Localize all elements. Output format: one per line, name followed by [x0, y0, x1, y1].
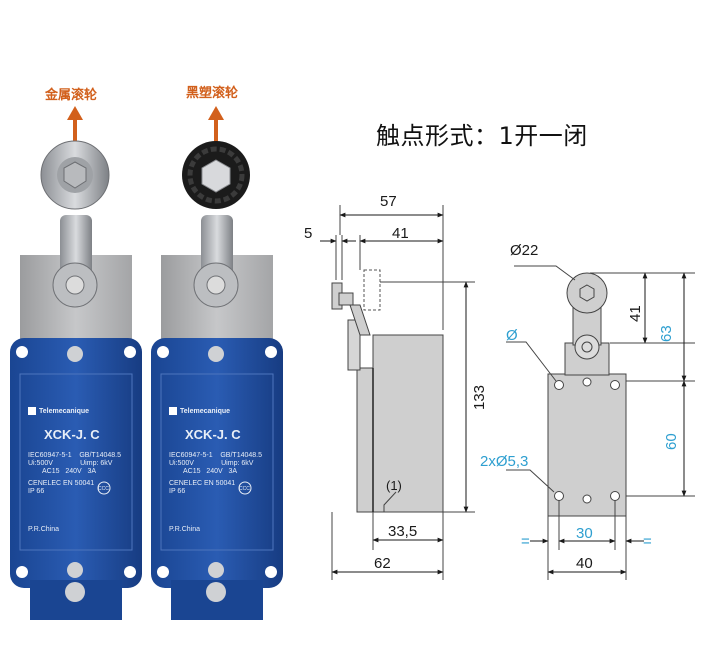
dim-front-60: 60 [663, 433, 680, 450]
dim-front-equal-left: = [521, 533, 530, 550]
model-right: XCK-J. C [185, 427, 241, 442]
arrow-up-icon-right [208, 106, 224, 143]
spec-line4-right: CENELEC EN 50041 [169, 480, 236, 487]
dim-front-63: 63 [658, 325, 675, 342]
spec-line2-left: Ui:500V Uimp: 6kV [28, 460, 113, 467]
spec-line5-right: IP 66 [169, 488, 186, 495]
product-photos [10, 106, 283, 620]
dim-side-57: 57 [380, 193, 397, 210]
switch-metal-roller [10, 140, 142, 620]
dim-front-dia22: Ø22 [510, 242, 538, 259]
origin-left: P.R.China [28, 526, 60, 533]
spec-line2-right: Ui:500V Uimp: 6kV [169, 460, 254, 467]
dim-front-40: 40 [576, 555, 593, 572]
ccc-mark-right: CCC [239, 486, 250, 492]
dim-front-30: 30 [576, 525, 593, 542]
dim-side-133: 133 [471, 385, 488, 410]
ccc-mark-left: CCC [98, 486, 109, 492]
dim-side-5: 5 [304, 225, 312, 242]
brand-logo-right: Telemecanique [180, 408, 231, 415]
dim-front-dia: Ø [506, 327, 518, 344]
side-view-drawing [320, 205, 475, 580]
front-view-drawing [506, 265, 695, 580]
brand-logo-left: Telemecanique [39, 408, 90, 415]
spec-line3-right: AC15 240V 3A [183, 468, 238, 475]
label-metal-roller: 金属滚轮 [45, 88, 98, 103]
dim-front-holes: 2xØ5,3 [480, 453, 528, 470]
model-left: XCK-J. C [44, 427, 100, 442]
spec-line1-left: IEC60947-5-1 GB/T14048.5 [28, 452, 121, 459]
arrow-up-icon-left [67, 106, 83, 143]
dim-side-33-5: 33,5 [388, 523, 417, 540]
callout-1: (1) [386, 478, 402, 493]
contact-form-title: 触点形式：1开一闭 [376, 122, 588, 150]
spec-line3-left: AC15 240V 3A [42, 468, 97, 475]
dim-side-62: 62 [374, 555, 391, 572]
origin-right: P.R.China [169, 526, 201, 533]
dim-side-41: 41 [392, 225, 409, 242]
switch-plastic-roller [151, 141, 283, 620]
spec-line5-left: IP 66 [28, 488, 45, 495]
label-plastic-roller: 黑塑滚轮 [186, 86, 239, 101]
dimension-drawings: 57 5 41 133 (1) 33,5 62 [304, 193, 695, 580]
dim-front-41: 41 [627, 305, 644, 322]
spec-line1-right: IEC60947-5-1 GB/T14048.5 [169, 452, 262, 459]
dim-front-equal-right: = [643, 533, 652, 550]
spec-line4-left: CENELEC EN 50041 [28, 480, 95, 487]
